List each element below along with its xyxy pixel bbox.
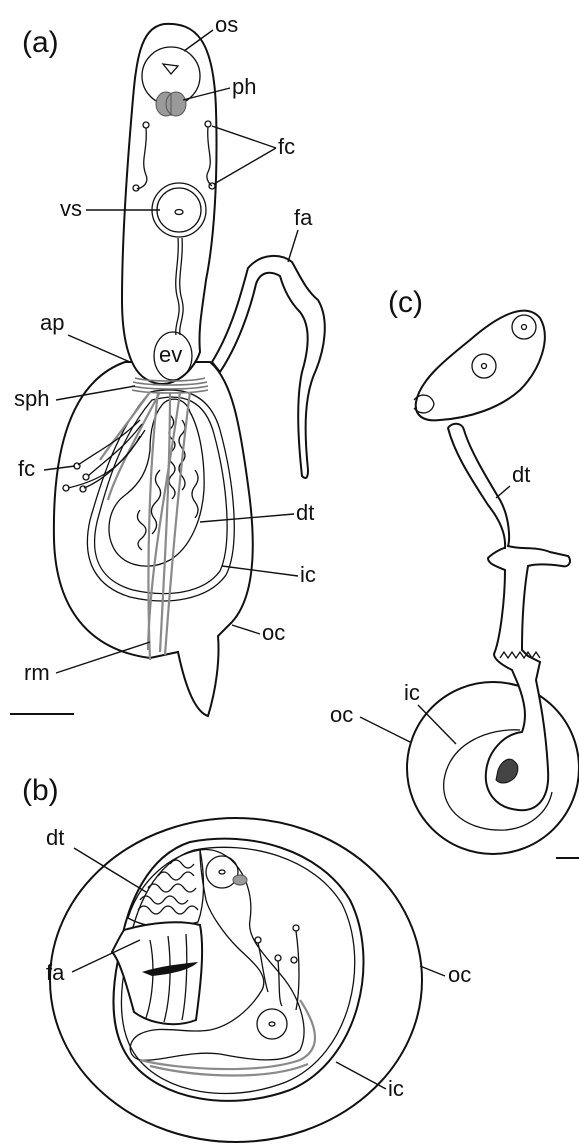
label-fc-top: fc [278, 134, 295, 159]
label-ic-b: ic [388, 1076, 404, 1101]
panel-c: (c) dt ic oc [330, 286, 579, 858]
label-os: os [215, 12, 238, 37]
panel-b-title: (b) [22, 774, 59, 807]
body-c [416, 311, 545, 421]
label-ap: ap [40, 310, 64, 335]
outer-cyst [54, 362, 253, 716]
label-dt-c: dt [512, 462, 530, 487]
label-fa: fa [294, 205, 313, 230]
panel-a: (a) [10, 12, 325, 716]
pharynx-b [233, 875, 247, 885]
body-a [122, 24, 217, 384]
label-rm: rm [24, 660, 50, 685]
label-ic-c: ic [404, 680, 420, 705]
panel-a-title: (a) [22, 26, 59, 59]
label-oc-a: oc [262, 620, 285, 645]
pharynx [156, 92, 186, 116]
label-ic-a: ic [300, 562, 316, 587]
panel-c-title: (c) [388, 286, 423, 319]
label-dt-b: dt [46, 825, 64, 850]
label-oc-c: oc [330, 702, 353, 727]
label-ev: ev [159, 342, 182, 367]
label-oc-b: oc [448, 962, 471, 987]
panel-b: (b) [22, 774, 471, 1142]
label-sph: sph [14, 386, 49, 411]
label-fa-b: fa [46, 960, 65, 985]
label-dt-a: dt [296, 500, 314, 525]
label-vs: vs [60, 196, 82, 221]
label-fc-left: fc [18, 456, 35, 481]
label-ph: ph [232, 74, 256, 99]
